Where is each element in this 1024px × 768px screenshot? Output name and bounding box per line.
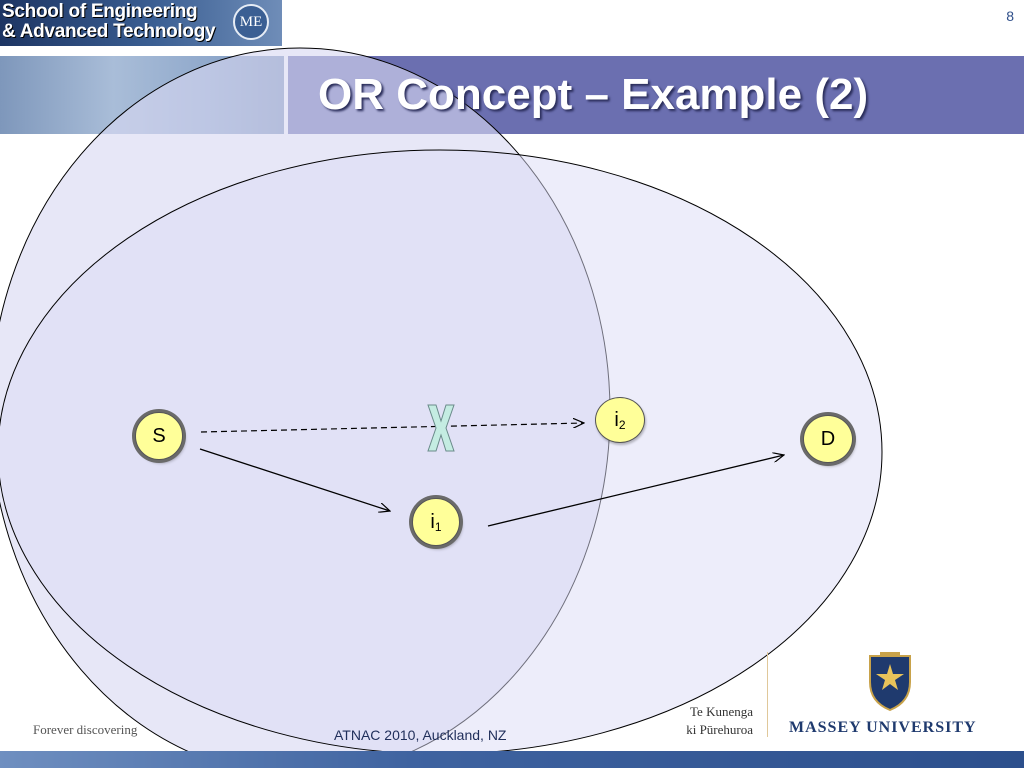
edge-i1-d <box>487 455 784 527</box>
massey-university-wordmark: MASSEY UNIVERSITY <box>789 719 977 736</box>
school-logo-text: School of Engineering & Advanced Technol… <box>2 1 216 42</box>
te-kunenga-text: Te Kunenga ki Pūrehuroa <box>650 703 753 739</box>
edge-s-i2-dashed <box>200 423 584 433</box>
slide-title: OR Concept – Example (2) <box>318 70 869 119</box>
te-kunenga-line-1: Te Kunenga <box>690 704 753 719</box>
node-d: D <box>803 415 853 463</box>
footer-tagline: Forever discovering <box>33 722 138 737</box>
node-s-label: S <box>152 424 166 447</box>
node-s: S <box>135 412 183 460</box>
node-d-label: D <box>820 427 836 450</box>
node-i1-label: i <box>430 510 435 533</box>
me-emblem-icon: ME <box>233 4 269 40</box>
edge-s-i1 <box>199 448 390 511</box>
node-i2-label: i <box>614 408 619 431</box>
footer-event: ATNAC 2010, Auckland, NZ <box>334 727 507 743</box>
bottom-band <box>0 751 1024 768</box>
footer-divider <box>767 652 768 737</box>
logo-line-2: & Advanced Technology <box>2 21 216 42</box>
node-i2-subscript: 2 <box>618 418 626 432</box>
school-logo: School of Engineering & Advanced Technol… <box>0 0 282 46</box>
cross-x-icon <box>427 404 455 452</box>
slide-number: 8 <box>1006 8 1014 24</box>
coverage-area-i1 <box>0 149 883 755</box>
node-i1-subscript: 1 <box>434 520 442 534</box>
logo-line-1: School of Engineering <box>2 1 198 22</box>
massey-crest-icon <box>869 652 911 712</box>
te-kunenga-line-2: ki Pūrehuroa <box>686 722 753 737</box>
